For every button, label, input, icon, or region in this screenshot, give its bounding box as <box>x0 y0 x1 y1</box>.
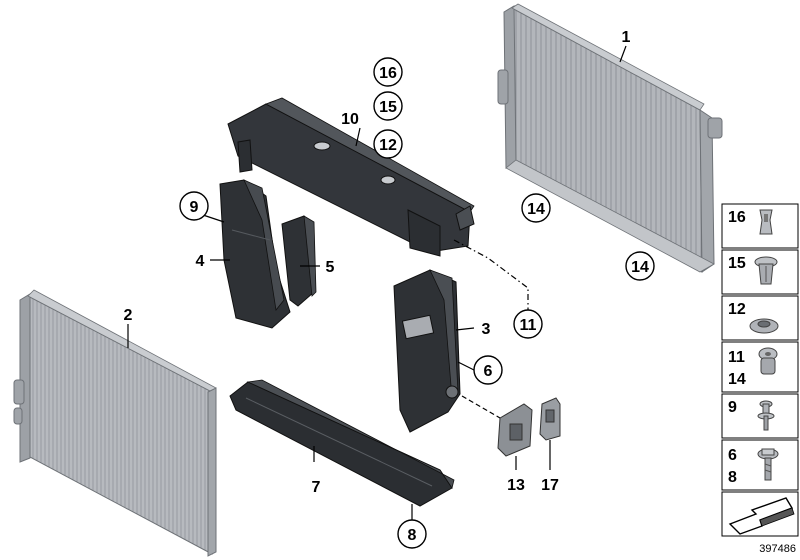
direction-arrow-icon <box>728 497 795 535</box>
callout-8-circle <box>397 519 427 549</box>
callout-15: 15 <box>379 99 397 116</box>
callout-12-circle <box>373 129 403 159</box>
legend-label-11: 11 <box>728 349 745 366</box>
image-number: 397486 <box>759 543 796 555</box>
callout-6-circle <box>473 355 503 385</box>
callout-5: 5 <box>326 259 335 276</box>
callout-14b: 14 <box>631 259 649 276</box>
callout-7: 7 <box>312 479 321 496</box>
collar-screw-icon <box>757 448 779 481</box>
callout-8: 8 <box>408 527 417 544</box>
legend-label-14: 14 <box>728 371 746 388</box>
expanding-clip-icon <box>754 256 778 285</box>
callout-3: 3 <box>482 321 491 338</box>
push-rivet-icon <box>759 209 773 235</box>
callout-9-circle <box>179 191 209 221</box>
callout-16: 16 <box>379 65 397 82</box>
condenser-part-2 <box>13 289 217 557</box>
fastener-legend: 16 15 12 11 14 9 <box>721 203 799 537</box>
lower-duct-part-7 <box>229 379 455 507</box>
callout-9: 9 <box>190 199 199 216</box>
legend-label-6: 6 <box>728 447 737 464</box>
rubber-mount-icon <box>758 347 778 375</box>
callout-14a: 14 <box>527 201 545 218</box>
air-duct-part-5 <box>281 215 317 307</box>
air-duct-part-4 <box>219 179 291 329</box>
legend-label-16: 16 <box>728 209 746 226</box>
callout-1: 1 <box>622 29 631 46</box>
callout-17: 17 <box>541 477 559 494</box>
callout-14b-circle <box>625 251 655 281</box>
radiator-part-1 <box>497 3 723 273</box>
callout-16-circle <box>373 57 403 87</box>
callout-2: 2 <box>124 307 133 324</box>
callouts: 1 2 3 4 5 6 7 8 9 10 11 12 13 14 14 15 1… <box>124 29 655 549</box>
leader-lines <box>127 45 627 520</box>
legend-label-9: 9 <box>728 399 737 416</box>
legend-label-15: 15 <box>728 255 746 272</box>
callout-14a-circle <box>521 193 551 223</box>
rubber-grommet-icon <box>749 318 779 334</box>
upper-beam-part-10 <box>227 97 475 257</box>
callout-11-circle <box>513 309 543 339</box>
callout-4: 4 <box>196 253 205 270</box>
clip-part-17 <box>539 397 561 441</box>
callout-6: 6 <box>484 363 493 380</box>
callout-15-circle <box>373 91 403 121</box>
legend-label-12: 12 <box>728 301 746 318</box>
bracket-part-13 <box>497 403 533 457</box>
callout-12: 12 <box>379 137 397 154</box>
callout-11: 11 <box>520 317 537 334</box>
callout-10: 10 <box>341 111 359 128</box>
callout-13: 13 <box>507 477 525 494</box>
bolt-icon <box>757 400 775 431</box>
air-duct-part-3 <box>393 269 461 433</box>
legend-label-8: 8 <box>728 469 737 486</box>
